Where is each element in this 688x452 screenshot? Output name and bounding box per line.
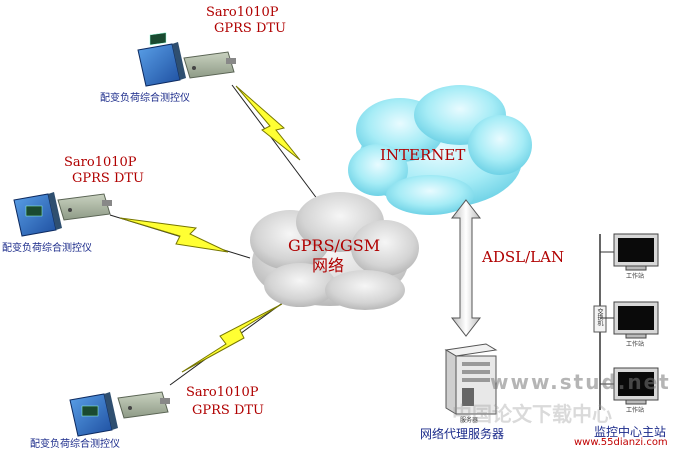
device-group-3 [69,391,170,437]
adsl-lan-label: ADSL/LAN [482,248,565,266]
server-box-text: 服务器 [460,417,479,424]
workstation-3-label: 工作站 [626,407,645,414]
device-2-model: Saro1010P [64,155,137,170]
device-1-dtu: GPRS DTU [214,21,287,36]
device-3-dtu: GPRS DTU [192,403,265,418]
proxy-server-icon [444,343,498,415]
adsl-double-arrow [450,199,482,337]
internet-cloud-label: INTERNET [380,146,466,164]
device-2-dtu: GPRS DTU [72,171,145,186]
monitor-center-caption: 监控中心主站 [594,425,667,439]
proxy-server-caption: 网络代理服务器 [420,427,505,441]
wireless-link-1 [231,84,319,201]
workstation-1 [613,233,659,271]
gprs-dtu-icon [183,51,236,79]
watermark-url: www.55dianzi.com [574,437,668,448]
internet-cloud [348,85,532,215]
workstation-2-label: 工作站 [626,341,645,348]
device-group-2 [13,192,112,237]
watermark-line-1: www.stud.net [490,370,671,394]
gprs-cloud-label-1: GPRS/GSM [288,236,381,255]
wireless-link-3 [169,295,293,386]
gprs-dtu-icon [57,193,112,221]
device-3-meter-label: 配变负荷综合测控仪 [30,439,120,450]
gprs-dtu-icon [117,391,170,419]
workstation-3 [613,367,659,405]
device-3-model: Saro1010P [186,385,259,400]
workstation-2 [613,301,659,339]
load-meter-icon [69,392,118,437]
device-1-model: Saro1010P [206,5,279,20]
device-group-1 [137,32,236,87]
lan-backbone [593,234,614,410]
watermark-line-2: 中国论文下载中心 [452,402,612,426]
gprs-cloud [250,192,419,310]
load-meter-icon [137,32,186,87]
gprs-cloud-label-2: 网络 [312,256,345,275]
device-2-meter-label: 配变负荷综合测控仪 [2,243,92,254]
device-1-meter-label: 配变负荷综合测控仪 [100,93,190,104]
workstation-1-label: 工作站 [626,273,645,280]
load-meter-icon [13,192,62,237]
wireless-link-2 [109,214,251,259]
switch-label: 交换机 [596,308,603,326]
